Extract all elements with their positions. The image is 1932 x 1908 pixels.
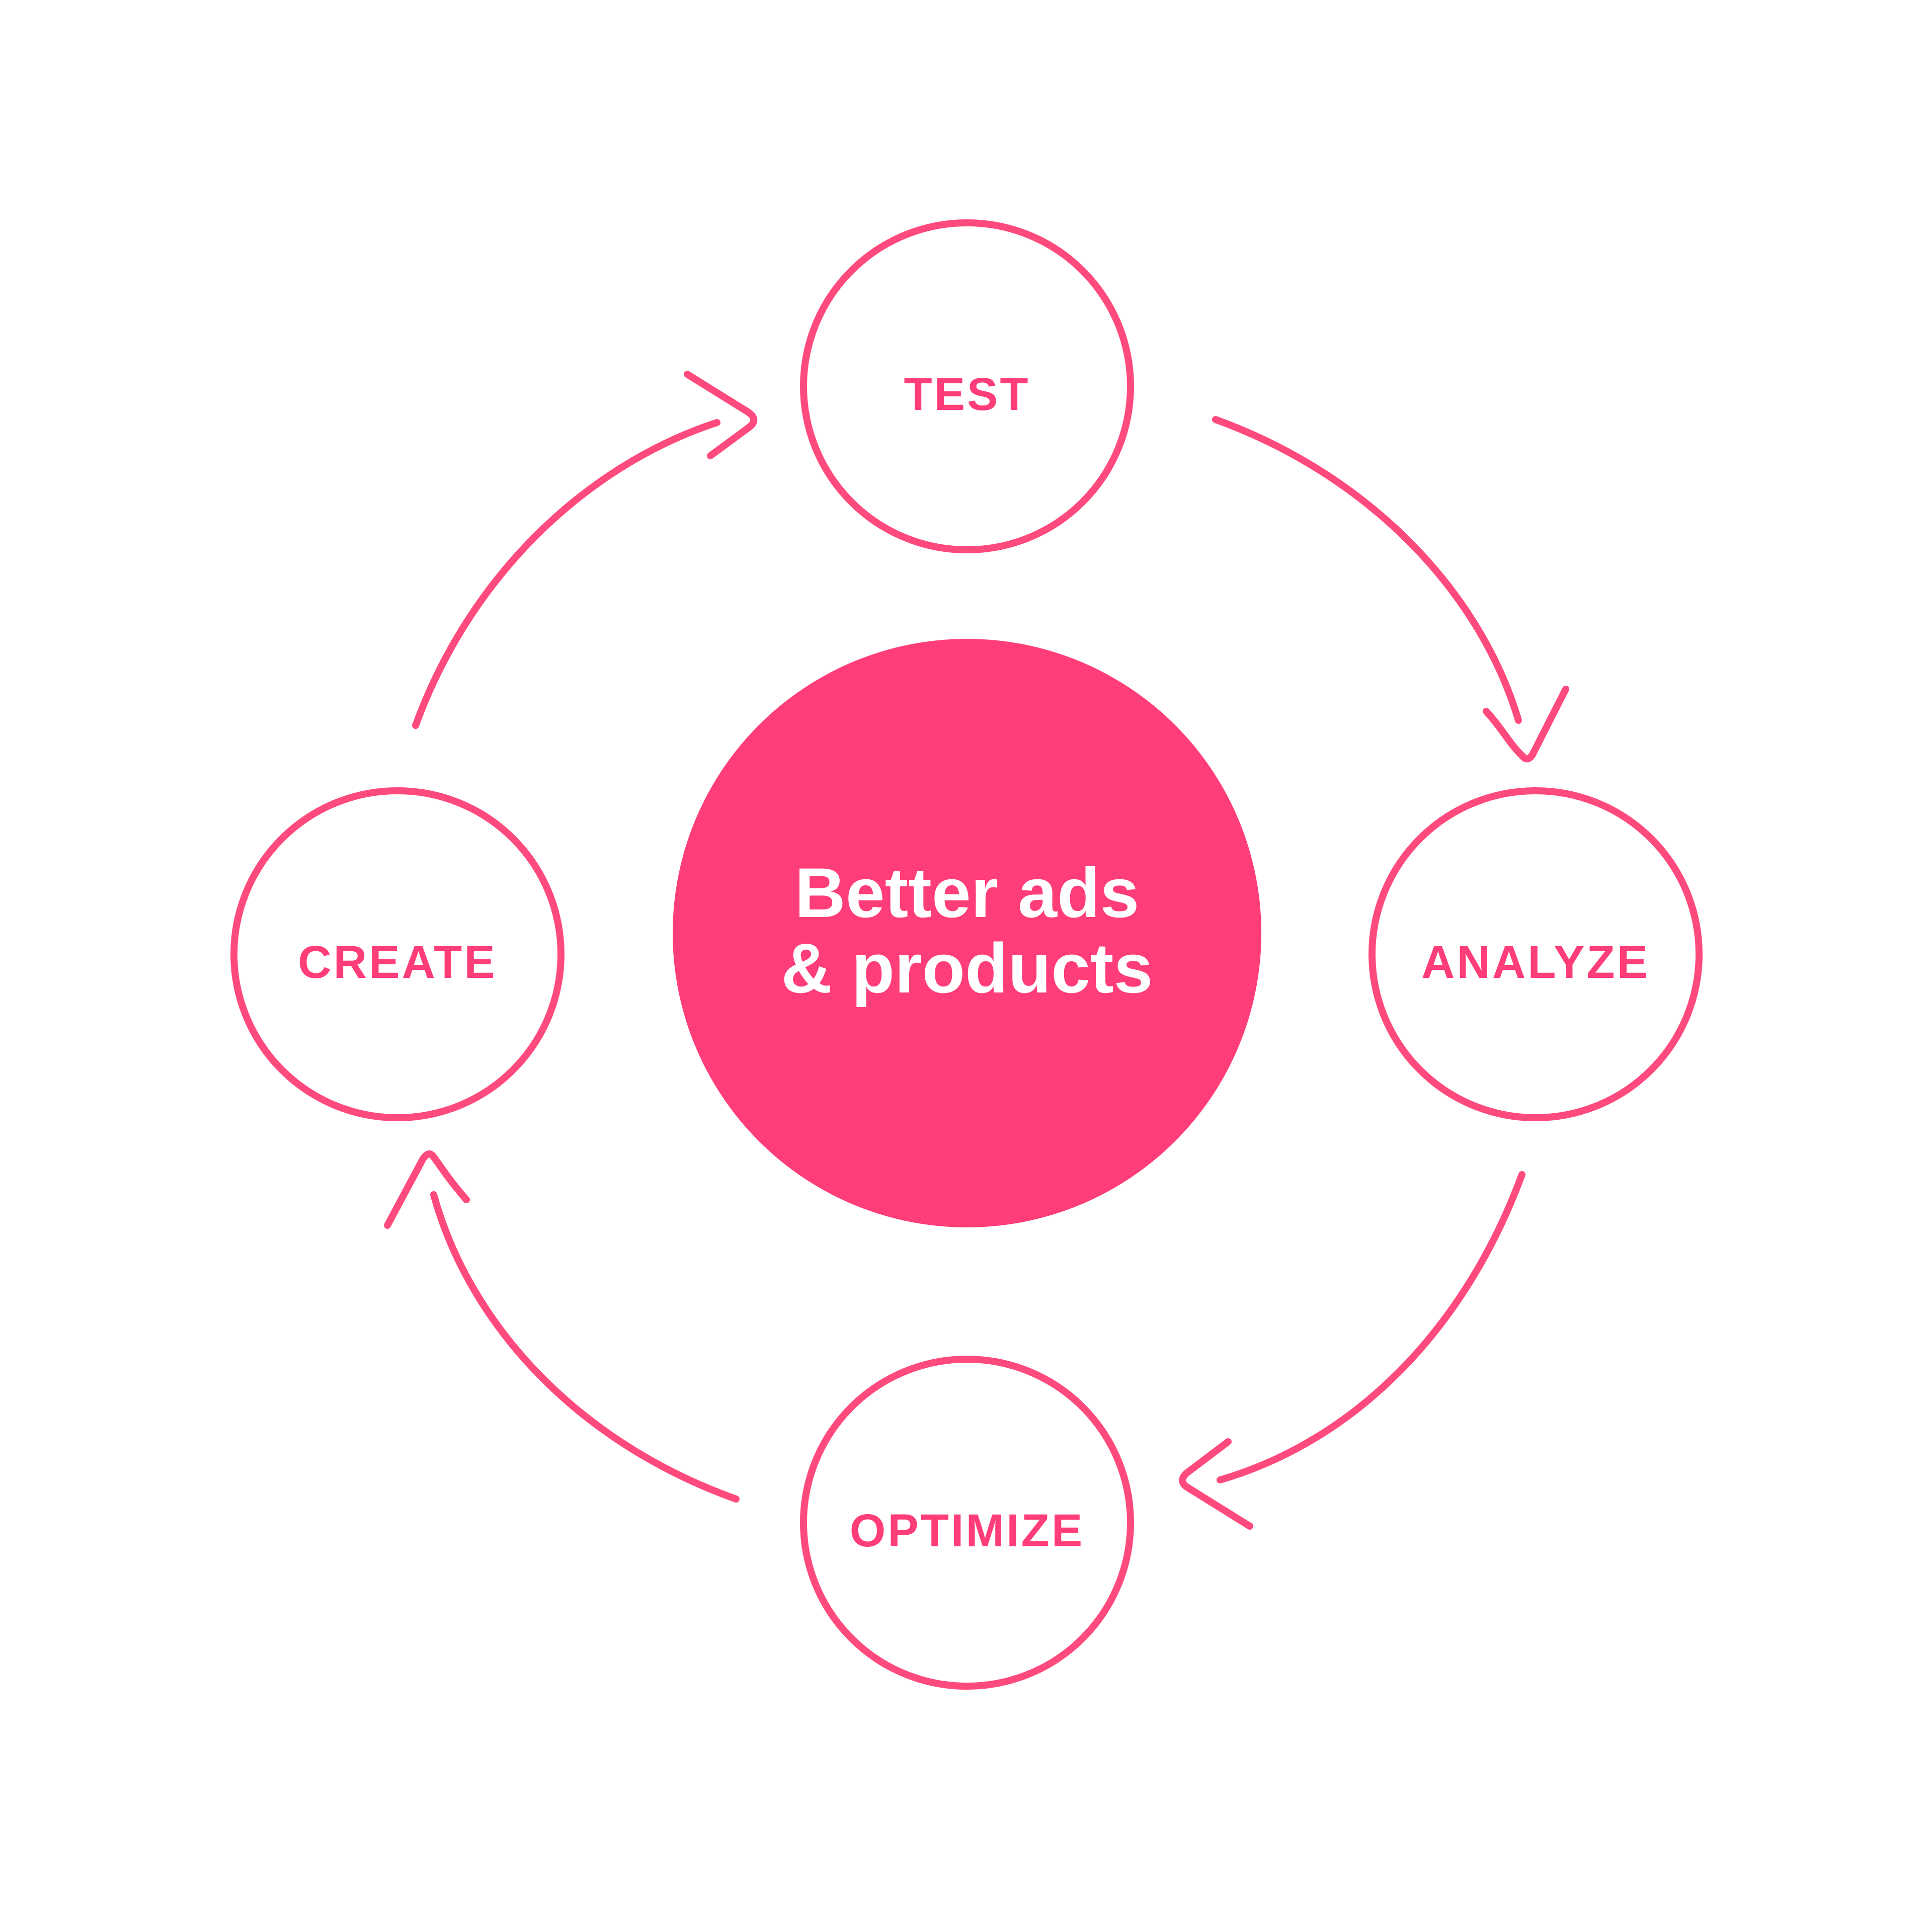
arrow-analyze-to-optimize-curve	[1217, 1171, 1525, 1483]
stage-create: CREATE	[230, 787, 565, 1121]
stage-test: TEST	[800, 219, 1134, 553]
arrow-test-to-analyze-head	[1483, 686, 1569, 763]
center-label-line2: & products	[781, 929, 1153, 1008]
stage-analyze-label: ANALYZE	[1421, 937, 1650, 988]
arrow-analyze-to-optimize	[1179, 1171, 1525, 1530]
arrow-create-to-test-head	[684, 371, 758, 459]
arrow-analyze-to-optimize-head	[1179, 1438, 1253, 1530]
arrow-optimize-to-create-head	[384, 1150, 470, 1229]
stage-create-circle	[230, 787, 565, 1121]
cycle-arrows	[384, 371, 1569, 1530]
stage-analyze-circle	[1369, 787, 1703, 1121]
arrow-create-to-test	[412, 371, 758, 729]
stage-optimize: OPTIMIZE	[800, 1356, 1134, 1690]
arrow-optimize-to-create	[384, 1150, 740, 1503]
arrow-test-to-analyze-curve	[1212, 416, 1522, 724]
stage-create-label: CREATE	[298, 937, 497, 988]
stage-test-circle	[800, 219, 1134, 553]
arrow-create-to-test-curve	[412, 419, 720, 729]
arrow-optimize-to-create-curve	[430, 1191, 740, 1503]
stage-optimize-label: OPTIMIZE	[850, 1505, 1084, 1556]
center-circle	[673, 639, 1261, 1227]
stage-analyze: ANALYZE	[1369, 787, 1703, 1121]
stage-optimize-circle	[800, 1356, 1134, 1690]
center-node: Better ads & products	[673, 639, 1261, 1227]
stage-test-label: TEST	[904, 369, 1030, 420]
center-label-line1: Better ads	[795, 853, 1140, 932]
arrow-test-to-analyze	[1212, 416, 1569, 763]
